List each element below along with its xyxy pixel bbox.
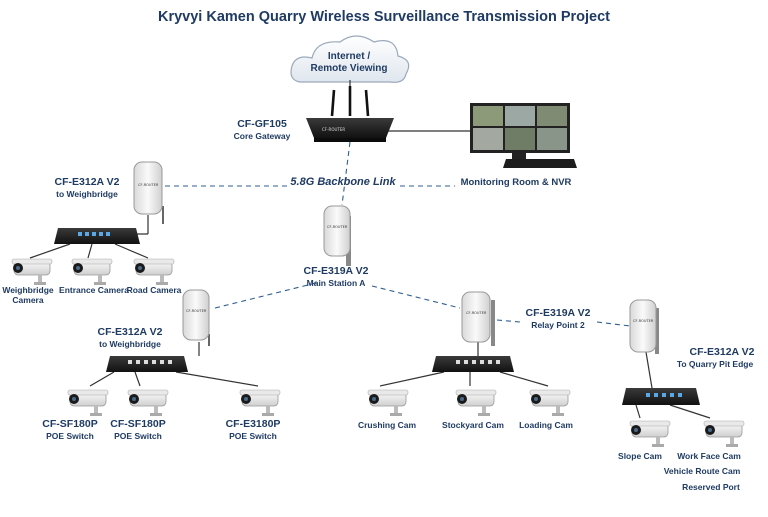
weighbridge-camera-label: Weighbridge Camera <box>2 285 54 305</box>
camera-slope <box>629 420 671 447</box>
cpe-mid-left-icon: CF-ROUTER <box>182 289 210 346</box>
left-cam-desc-1: POE Switch <box>46 431 94 441</box>
cpe-top-left-icon: CF-ROUTER <box>133 161 164 224</box>
work-face-cam-label: Work Face Cam <box>677 451 741 461</box>
relay-cam-label-2: Stockyard Cam <box>442 420 504 430</box>
page-title: Kryvyi Kamen Quarry Wireless Surveillanc… <box>158 9 610 25</box>
slope-cam-label: Slope Cam <box>618 451 662 461</box>
left-cam-model-2: CF-SF180P <box>110 418 166 430</box>
cloud-icon <box>290 35 410 83</box>
camera-work-face <box>703 420 745 447</box>
main-station-model: CF-E319A V2 <box>303 265 369 277</box>
svg-text:CF-ROUTER: CF-ROUTER <box>466 311 487 315</box>
vehicle-route-cam-label: Vehicle Route Cam <box>663 466 741 476</box>
switch-top-left-icon <box>54 228 140 244</box>
mid-left-cpe-model: CF-E312A V2 <box>97 326 163 338</box>
svg-text:CF-ROUTER: CF-ROUTER <box>322 127 345 132</box>
camera-crushing <box>367 389 409 416</box>
camera-sf180p-2 <box>127 389 169 416</box>
switch-right-icon <box>622 388 700 405</box>
switch-relay-icon <box>432 356 514 372</box>
top-left-cpe-desc: to Weighbridge <box>56 189 118 199</box>
svg-text:CF-ROUTER: CF-ROUTER <box>186 309 207 313</box>
camera-stockyard <box>455 389 497 416</box>
main-station-desc: Main Station A <box>306 278 366 288</box>
road-camera-label: Road Camera <box>126 285 182 295</box>
relay-desc: Relay Point 2 <box>531 320 585 330</box>
reserved-port-label: Reserved Port <box>682 482 740 492</box>
svg-text:CF-ROUTER: CF-ROUTER <box>138 183 159 187</box>
cpe-right-icon: CF-ROUTER <box>629 299 659 354</box>
cloud-label-line1: Internet / <box>327 51 371 62</box>
camera-group <box>11 258 745 447</box>
left-cam-model-3: CF-E3180P <box>225 418 281 430</box>
relay-cam-label-3: Loading Cam <box>519 420 573 430</box>
switch-mid-left-icon <box>106 356 188 372</box>
gateway-device: CF-ROUTER <box>306 86 394 142</box>
wired-links <box>29 80 711 419</box>
camera-sf180p-1 <box>67 389 109 416</box>
svg-text:CF-ROUTER: CF-ROUTER <box>633 319 654 323</box>
left-cam-model-1: CF-SF180P <box>42 418 98 430</box>
right-cpe-model: CF-E312A V2 <box>689 346 755 358</box>
wireless-links <box>165 141 631 327</box>
cpe-relay-icon: CF-ROUTER <box>461 291 495 346</box>
relay-model: CF-E319A V2 <box>525 307 591 319</box>
cpe-main-station-icon: CF-ROUTER <box>323 205 351 266</box>
left-cam-desc-2: POE Switch <box>114 431 162 441</box>
camera-entrance <box>71 258 113 285</box>
gateway-model: CF-GF105 <box>237 118 287 130</box>
top-left-cpe-model: CF-E312A V2 <box>54 176 120 188</box>
mid-left-cpe-desc: to Weighbridge <box>99 339 161 349</box>
left-cam-desc-3: POE Switch <box>229 431 277 441</box>
camera-weighbridge <box>11 258 53 285</box>
backbone-label: 5.8G Backbone Link <box>290 176 396 188</box>
monitoring-icon <box>470 103 577 168</box>
gateway-desc: Core Gateway <box>233 131 291 141</box>
relay-cam-label-1: Crushing Cam <box>357 420 417 430</box>
cloud-label-line2: Remote Viewing <box>310 63 388 74</box>
svg-text:CF-ROUTER: CF-ROUTER <box>327 225 348 229</box>
entrance-camera-label: Entrance Camera <box>59 285 129 295</box>
camera-loading <box>529 389 571 416</box>
right-cpe-desc: To Quarry Pit Edge <box>676 359 754 369</box>
monitoring-label: Monitoring Room & NVR <box>460 177 572 188</box>
camera-e3180p <box>239 389 281 416</box>
camera-road <box>133 258 175 285</box>
